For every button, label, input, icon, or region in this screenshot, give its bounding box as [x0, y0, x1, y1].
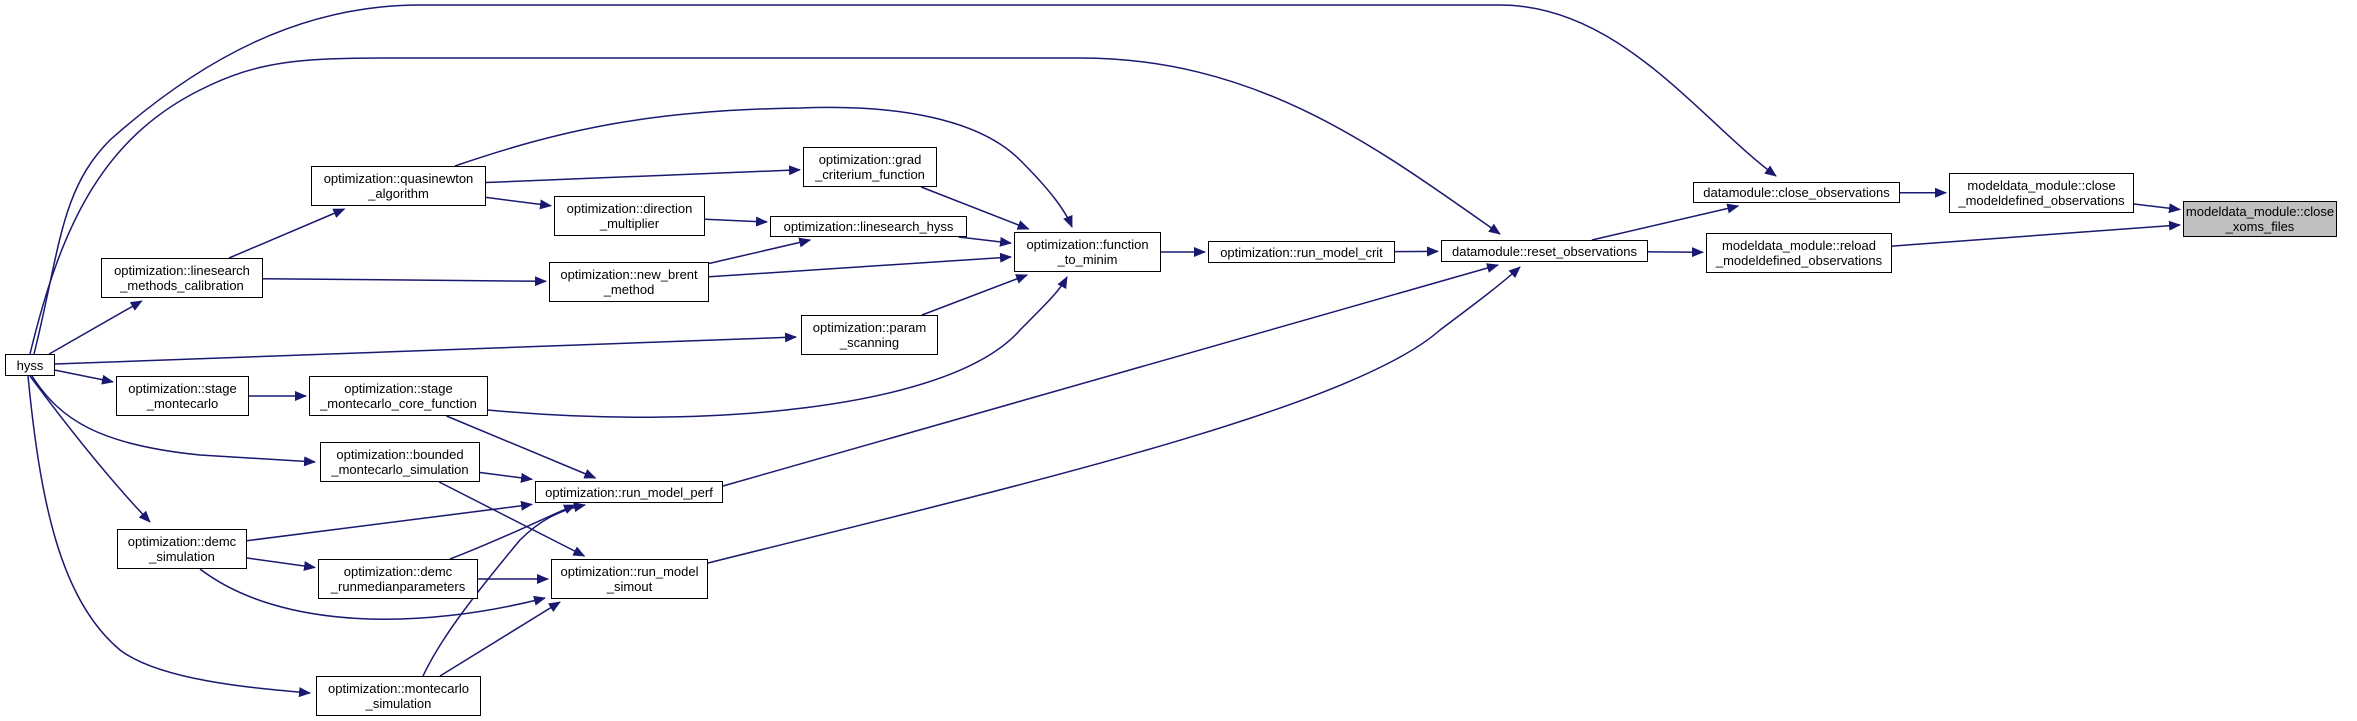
edge-linesearch_hyss-to-function_to_minim	[958, 236, 1012, 247]
node-label-line: _runmedianparameters	[330, 579, 466, 594]
node-label-line: _methods_calibration	[120, 278, 244, 293]
node-label-line: optimization::grad	[818, 152, 922, 167]
edge-demc_sim-to-run_model_simout	[199, 568, 546, 620]
node-label-line: optimization::quasinewton	[323, 171, 474, 186]
edge-quasinewton-to-grad_crit	[485, 165, 801, 184]
edge-hyss-to-param_scanning	[54, 332, 797, 365]
edge-param_scanning-to-function_to_minim	[921, 274, 1029, 316]
edge-hyss-to-linesearch_calib	[48, 300, 143, 355]
node-label-line: _modeldefined_observations	[1715, 253, 1883, 268]
node-label-line: datamodule::close_observations	[1703, 185, 1890, 200]
edge-new_brent-to-linesearch_hyss	[708, 237, 812, 265]
node-linesearch-calib[interactable]: optimization::linesearch_methods_calibra…	[101, 258, 263, 298]
edge-direction_mult-to-linesearch_hyss	[704, 216, 768, 227]
node-new-brent[interactable]: optimization::new_brent_method	[549, 262, 709, 302]
node-close-modeldef[interactable]: modeldata_module::close_modeldefined_obs…	[1949, 173, 2134, 213]
edge-demc_sim-to-demc_runmedian	[246, 557, 316, 571]
node-montecarlo-sim[interactable]: optimization::montecarlo_simulation	[316, 676, 481, 716]
node-label-line: modeldata_module::close	[2185, 204, 2335, 219]
node-run-model-simout[interactable]: optimization::run_model_simout	[551, 559, 708, 599]
node-label-line: _to_minim	[1057, 252, 1118, 267]
node-label-line: optimization::run_model_perf	[545, 484, 713, 500]
edge-new_brent-to-function_to_minim	[708, 252, 1012, 278]
node-label-line: optimization::stage	[344, 381, 453, 396]
node-demc-runmedian[interactable]: optimization::demc_runmedianparameters	[318, 559, 478, 599]
node-label-line: optimization::direction	[566, 201, 693, 216]
node-label-line: _method	[603, 282, 655, 297]
node-label-line: _montecarlo_simulation	[331, 462, 469, 477]
edge-hyss-to-reset_obs	[29, 57, 1501, 355]
node-hyss[interactable]: hyss	[5, 354, 55, 376]
node-label-line: _montecarlo_core_function	[320, 396, 477, 411]
node-label-line: optimization::linesearch_hyss	[783, 219, 954, 234]
node-label-line: optimization::run_model	[560, 564, 699, 579]
node-label-line: _algorithm	[368, 186, 429, 201]
edge-hyss-to-stage_montecarlo	[54, 369, 114, 385]
edge-grad_crit-to-function_to_minim	[920, 186, 1030, 230]
node-label-line: _simulation	[149, 549, 215, 564]
node-label-line: optimization::param	[812, 320, 927, 335]
node-label-line: _modeldefined_observations	[1958, 193, 2125, 208]
node-direction-mult[interactable]: optimization::direction_multiplier	[554, 196, 705, 236]
edge-demc_sim-to-run_model_perf	[246, 500, 533, 542]
node-stage-montecarlo[interactable]: optimization::stage_montecarlo	[116, 376, 249, 416]
node-quasinewton[interactable]: optimization::quasinewton_algorithm	[311, 166, 486, 206]
edge-reset_obs-to-close_obs	[1591, 203, 1740, 241]
edge-close_modeldef-to-close_xoms	[2133, 203, 2181, 214]
edge-hyss-to-demc_sim	[29, 375, 151, 523]
edge-montecarlo_sim-to-run_model_perf	[422, 502, 586, 677]
node-label-line: optimization::stage	[128, 381, 237, 396]
node-label-line: _multiplier	[599, 216, 660, 231]
edge-montecarlo_sim-to-run_model_simout	[439, 601, 561, 677]
node-label-line: modeldata_module::close	[1967, 178, 2116, 193]
edge-stage_mc_core-to-run_model_perf	[446, 415, 597, 479]
node-run-model-crit[interactable]: optimization::run_model_crit	[1208, 241, 1395, 263]
node-label-line: optimization::function	[1026, 237, 1149, 252]
node-bounded-mc[interactable]: optimization::bounded_montecarlo_simulat…	[320, 442, 480, 482]
node-run-model-perf[interactable]: optimization::run_model_perf	[535, 481, 723, 503]
node-label-line: _scanning	[839, 335, 900, 350]
edge-run_model_perf-to-reset_obs	[722, 263, 1499, 487]
edge-hyss-to-montecarlo_sim	[27, 375, 311, 698]
edge-reload_modeldef-to-close_xoms	[1891, 220, 2181, 247]
edge-bounded_mc-to-run_model_perf	[479, 471, 533, 483]
node-label-line: _simout	[606, 579, 653, 594]
node-label-line: optimization::demc	[343, 564, 453, 579]
node-label-line: _criterium_function	[815, 167, 925, 182]
node-label-line: optimization::bounded	[336, 447, 464, 462]
node-label-line: _montecarlo	[146, 396, 219, 411]
node-label-line: optimization::demc	[127, 534, 237, 549]
edge-hyss-to-bounded_mc	[31, 375, 316, 467]
node-label-line: _simulation	[365, 696, 432, 711]
node-label-line: optimization::run_model_crit	[1220, 244, 1383, 260]
node-label-line: modeldata_module::reload	[1722, 238, 1876, 253]
node-label-line: optimization::linesearch	[114, 263, 250, 278]
node-reset-obs[interactable]: datamodule::reset_observations	[1441, 240, 1648, 262]
node-linesearch-hyss[interactable]: optimization::linesearch_hyss	[770, 216, 967, 237]
edge-stage_mc_core-to-function_to_minim	[487, 276, 1068, 418]
edge-demc_runmedian-to-run_model_perf	[449, 504, 576, 560]
node-param-scanning[interactable]: optimization::param_scanning	[801, 315, 938, 355]
node-label-line: optimization::new_brent	[560, 267, 698, 282]
node-label-line: hyss	[16, 357, 44, 373]
edge-linesearch_calib-to-new_brent	[262, 276, 547, 287]
node-function-to-minim[interactable]: optimization::function_to_minim	[1014, 232, 1161, 272]
node-grad-crit[interactable]: optimization::grad_criterium_function	[803, 147, 937, 187]
edge-quasinewton-to-function_to_minim	[454, 106, 1073, 228]
node-close-obs[interactable]: datamodule::close_observations	[1693, 182, 1900, 203]
edge-bounded_mc-to-run_model_simout	[438, 481, 586, 557]
edge-run_model_simout-to-reset_obs	[707, 266, 1521, 564]
edge-hyss-to-close_obs	[33, 4, 1777, 355]
node-stage-mc-core[interactable]: optimization::stage_montecarlo_core_func…	[309, 376, 488, 416]
node-reload-modeldef[interactable]: modeldata_module::reload_modeldefined_ob…	[1706, 233, 1892, 273]
edge-layer	[27, 4, 2181, 698]
node-label-line: _xoms_files	[2225, 219, 2295, 234]
node-demc-sim[interactable]: optimization::demc_simulation	[117, 529, 247, 569]
edge-linesearch_calib-to-quasinewton	[228, 208, 346, 259]
edge-quasinewton-to-direction_mult	[485, 196, 552, 210]
node-label-line: optimization::montecarlo	[328, 681, 469, 696]
node-close-xoms: modeldata_module::close_xoms_files	[2183, 201, 2337, 237]
node-label-line: datamodule::reset_observations	[1451, 243, 1637, 259]
